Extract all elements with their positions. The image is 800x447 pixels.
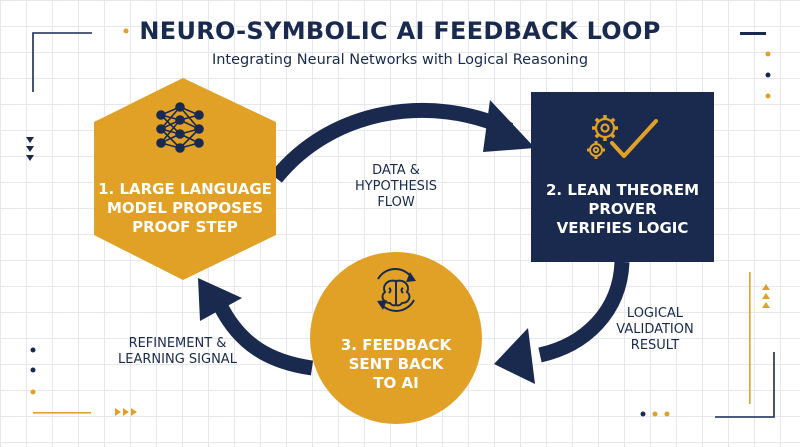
decoration-top-right [740,32,771,99]
node-llm-label: 1. LARGE LANGUAGE MODEL PROPOSES PROOF S… [98,180,272,236]
gears-check-icon [587,115,658,159]
arrow-refinement-head [198,278,242,321]
flow-label-validation: LOGICAL VALIDATION RESULT [616,306,694,353]
brain-cycle-icon [377,268,416,312]
decoration-right-gold [749,272,770,404]
arrow-validation-head [494,328,535,384]
neural-network-icon [156,102,204,153]
decor-dot [123,28,129,34]
decoration-bottom-right [640,352,775,418]
arrow-refinement [213,301,314,376]
node-lean-box [531,92,714,262]
arrow-data-flow [270,102,514,183]
node-feedback-circle [310,252,482,424]
arrow-validation [538,261,630,363]
flow-label-data: DATA & HYPOTHESIS FLOW [354,163,438,210]
flow-label-refinement: REFINEMENT & LEARNING SIGNAL [118,336,237,367]
node-feedback-label: 3. FEEDBACK SENT BACK TO AI [340,336,452,392]
node-lean-label: 2. LEAN THEOREM PROVER VERIFIES LOGIC [545,181,700,237]
page-title: NEURO-SYMBOLIC AI FEEDBACK LOOP [139,17,661,45]
node-llm-hexagon [94,78,276,280]
page-subtitle: Integrating Neural Networks with Logical… [211,52,589,68]
decoration-top-left [32,32,92,92]
decoration-bottom-left [30,347,137,416]
arrow-data-flow-head [483,100,535,152]
decoration-triangles-left [26,137,34,161]
